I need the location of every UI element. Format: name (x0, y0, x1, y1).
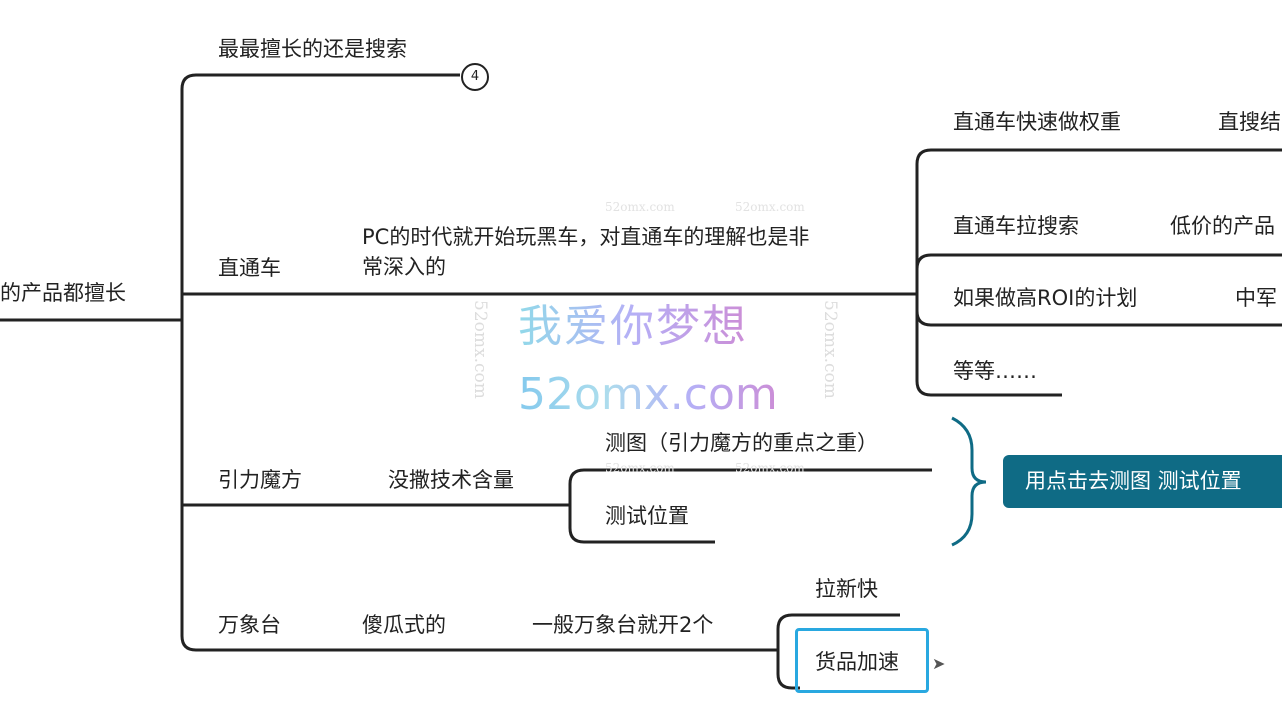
watermark-vertical-right: 52omx.com (820, 300, 840, 399)
ztc-note-line2[interactable]: 常深入的 (362, 255, 446, 279)
ztc-sub-3 (915, 310, 1282, 327)
ztc-sub-2 (915, 253, 1282, 270)
ztc-child-1[interactable]: 直通车快速做权重 (953, 110, 1121, 134)
selection-frame[interactable] (795, 628, 929, 693)
ztc-subtrunk (915, 148, 1282, 397)
branch-search[interactable]: 最最擅长的还是搜索 (218, 37, 407, 61)
mouse-cursor-icon: ➤ (932, 654, 946, 673)
branch-ylmf[interactable]: 引力魔方 (218, 468, 302, 492)
ztc-child-3[interactable]: 如果做高ROI的计划 (953, 286, 1138, 310)
wxt-child-2[interactable]: 货品加速 (815, 650, 899, 674)
ylmf-child-1[interactable]: 测图（引力魔方的重点之重） (605, 431, 878, 455)
branch-wxt[interactable]: 万象台 (218, 613, 281, 637)
summary-callout[interactable]: 用点击去测图 测试位置 (1003, 455, 1282, 508)
wxt-subtrunk (776, 613, 900, 690)
root-topic[interactable]: 的产品都擅长 (0, 281, 126, 305)
ztc-child-2[interactable]: 直通车拉搜索 (953, 214, 1079, 238)
ylmf-note[interactable]: 没撒技术含量 (388, 468, 514, 492)
watermark-small: 52omx.com (735, 461, 805, 475)
wxt-child-1[interactable]: 拉新快 (815, 577, 878, 601)
main-trunk (180, 73, 778, 652)
collapsed-count-badge[interactable]: 4 (461, 63, 489, 91)
ylmf-child-2[interactable]: 测试位置 (605, 504, 689, 528)
ylmf-subtrunk (568, 468, 932, 544)
watermark-text: 我爱你梦想 (518, 301, 748, 352)
wxt-note-1[interactable]: 傻瓜式的 (362, 613, 446, 637)
ztc-child-3-next[interactable]: 中军 (1235, 286, 1277, 310)
watermark-domain: 52omx.com (518, 369, 778, 420)
summary-bracket (951, 416, 987, 547)
ztc-child-4[interactable]: 等等…… (953, 359, 1037, 383)
watermark-small: 52omx.com (735, 200, 805, 214)
watermark-small: 52omx.com (605, 200, 675, 214)
ztc-child-2-next[interactable]: 低价的产品 (1170, 214, 1275, 238)
branch-ztc[interactable]: 直通车 (218, 256, 281, 280)
wxt-note-2[interactable]: 一般万象台就开2个 (532, 613, 714, 637)
ztc-note-line1[interactable]: PC的时代就开始玩黑车，对直通车的理解也是非 (362, 225, 810, 249)
ztc-child-1-next[interactable]: 直搜结 (1218, 110, 1281, 134)
watermark-small: 52omx.com (605, 461, 675, 475)
watermark-vertical-left: 52omx.com (470, 300, 490, 399)
